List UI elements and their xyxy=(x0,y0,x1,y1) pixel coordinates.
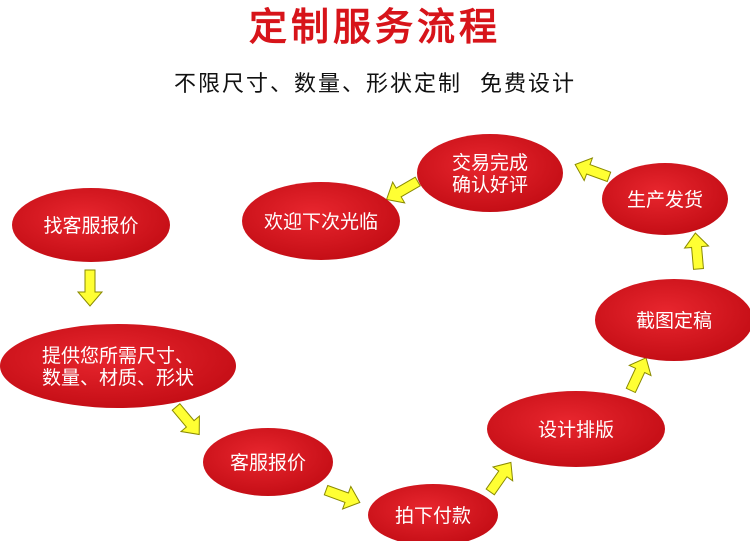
flow-node-step-2: 提供您所需尺寸、数量、材质、形状 xyxy=(0,324,236,408)
flow-node-step-4: 拍下付款 xyxy=(368,484,498,541)
flow-arrow-3 xyxy=(323,484,361,510)
flow-node-label: 生产发货 xyxy=(627,189,703,211)
flow-node-step-3: 客服报价 xyxy=(203,428,333,496)
flow-node-ellipse xyxy=(0,324,236,408)
flow-node-step-6: 截图定稿 xyxy=(595,279,750,361)
flow-node-label: 数量、材质、形状 xyxy=(42,367,194,389)
flow-node-label: 欢迎下次光临 xyxy=(264,211,378,233)
flow-node-ellipse xyxy=(203,428,333,496)
flow-arrow-7 xyxy=(574,157,612,183)
flow-node-ellipse xyxy=(242,182,400,260)
flow-node-label: 拍下付款 xyxy=(395,505,471,527)
flow-arrow-8 xyxy=(385,176,421,204)
flow-node-step-7: 生产发货 xyxy=(602,163,728,235)
flow-node-ellipse xyxy=(417,134,563,212)
flow-arrow-6 xyxy=(683,232,710,270)
flow-node-step-9: 欢迎下次光临 xyxy=(242,182,400,260)
flow-node-label: 截图定稿 xyxy=(636,310,712,332)
flow-node-label: 客服报价 xyxy=(230,452,306,474)
flow-node-ellipse xyxy=(487,391,665,467)
flow-arrow-2 xyxy=(171,403,200,436)
flow-node-ellipse xyxy=(602,163,728,235)
page-title: 定制服务流程 xyxy=(248,5,501,49)
flow-node-step-1: 找客服报价 xyxy=(12,188,170,262)
flow-node-ellipse xyxy=(12,188,170,262)
flow-node-label: 交易完成 xyxy=(452,152,528,174)
flow-node-label: 确认好评 xyxy=(452,174,528,196)
flow-arrow-1 xyxy=(76,269,104,307)
flow-node-label: 找客服报价 xyxy=(43,215,138,237)
arrows-layer xyxy=(76,157,710,510)
flow-node-ellipse xyxy=(368,484,498,541)
flow-arrow-5 xyxy=(625,357,652,394)
flow-node-ellipse xyxy=(595,279,750,361)
flow-arrow-4 xyxy=(485,461,514,496)
flow-node-label: 提供您所需尺寸、 xyxy=(42,345,194,367)
page-subtitle: 不限尺寸、数量、形状定制 免费设计 xyxy=(174,72,576,97)
flow-node-label: 设计排版 xyxy=(538,419,614,441)
flow-node-step-5: 设计排版 xyxy=(487,391,665,467)
